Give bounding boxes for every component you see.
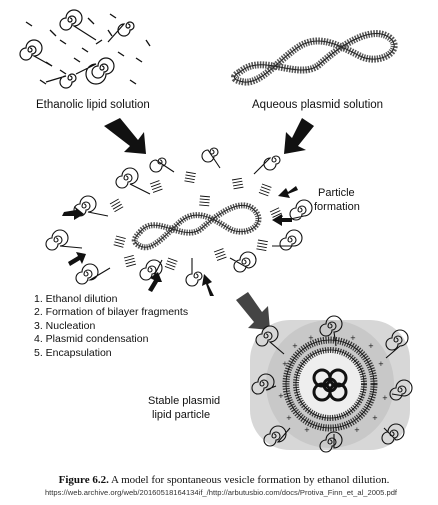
- central-plasmid: [131, 202, 262, 251]
- encapsulation-arrow: [236, 292, 270, 330]
- lipid-spiral: [107, 21, 135, 43]
- svg-text:+: +: [304, 426, 310, 434]
- free-lipid-molecules: [25, 13, 151, 85]
- ethanolic-lipid-cluster: [19, 9, 135, 89]
- lipid-spiral: [229, 251, 257, 273]
- svg-text:+: +: [278, 392, 284, 400]
- lipid-spiral: [285, 199, 313, 221]
- figure-caption-text: A model for spontaneous vesicle formatio…: [111, 474, 390, 486]
- lipid-spiral: [319, 431, 343, 453]
- mixing-arrow-left: [104, 118, 146, 154]
- svg-text:+: +: [372, 414, 378, 422]
- lipid-spiral: [255, 325, 285, 355]
- mixing-arrow-right: [284, 118, 314, 154]
- ethanolic-label: Ethanolic lipid solution: [36, 99, 150, 111]
- step-item: 5. Encapsulation: [34, 346, 112, 359]
- figure-caption: Figure 6.2. A model for spontaneous vesi…: [14, 474, 434, 486]
- stable-particle: + + + + + + + + + + + +: [250, 315, 413, 453]
- lipid-spiral: [149, 157, 175, 173]
- lipid-spiral: [45, 229, 83, 251]
- step-item: 1. Ethanol dilution: [34, 293, 118, 305]
- lipid-spiral: [201, 147, 221, 169]
- svg-text:+: +: [350, 334, 356, 342]
- lipid-spiral: [319, 315, 343, 347]
- lipid-spiral: [139, 259, 163, 281]
- lipid-spiral: [59, 9, 97, 41]
- lipid-spiral: [253, 155, 281, 175]
- source-url[interactable]: https://web.archive.org/web/201605181641…: [44, 488, 398, 497]
- charge-marks: + + + + + + + + + + + +: [278, 334, 388, 434]
- lipid-spiral: [75, 263, 111, 285]
- steps-list: 1. Ethanol dilution 2. Formation of bila…: [34, 293, 188, 360]
- lipid-spiral: [385, 329, 409, 359]
- lipid-spiral: [272, 229, 303, 251]
- particle-formation-label-2: formation: [314, 201, 360, 213]
- figure-label: Figure 6.2.: [58, 474, 109, 486]
- step-item: 2. Formation of bilayer fragments: [34, 306, 189, 319]
- stable-particle-label-2: lipid particle: [152, 409, 210, 421]
- svg-text:+: +: [368, 342, 374, 350]
- lipid-spiral: [115, 167, 151, 195]
- aqueous-label: Aqueous plasmid solution: [252, 99, 383, 111]
- svg-text:+: +: [308, 334, 314, 342]
- step-item: 3. Nucleation: [34, 319, 96, 332]
- lipid-spiral: [251, 373, 277, 395]
- lipid-spiral: [389, 379, 413, 401]
- lipid-spiral: [19, 39, 53, 67]
- particle-formation-cluster: [45, 147, 313, 287]
- svg-text:+: +: [378, 360, 384, 368]
- particle-formation-label-1: Particle: [318, 187, 355, 199]
- lipid-spiral: [45, 73, 77, 89]
- svg-text:+: +: [354, 426, 360, 434]
- svg-text:+: +: [282, 360, 288, 368]
- condensed-plasmid: [312, 368, 348, 402]
- lipid-spiral: [381, 423, 405, 445]
- lipid-spiral: [75, 57, 115, 85]
- svg-text:+: +: [292, 342, 298, 350]
- step-item: 4. Plasmid condensation: [34, 333, 149, 346]
- stable-particle-label-1: Stable plasmid: [148, 395, 220, 407]
- lipid-spiral: [263, 425, 291, 447]
- lipid-spiral: [185, 258, 203, 287]
- svg-text:+: +: [382, 394, 388, 402]
- inward-arrows: [62, 186, 298, 296]
- plasmid-dna-loop: [231, 30, 398, 86]
- svg-text:+: +: [286, 414, 292, 422]
- bilayer-fragments: [109, 171, 284, 271]
